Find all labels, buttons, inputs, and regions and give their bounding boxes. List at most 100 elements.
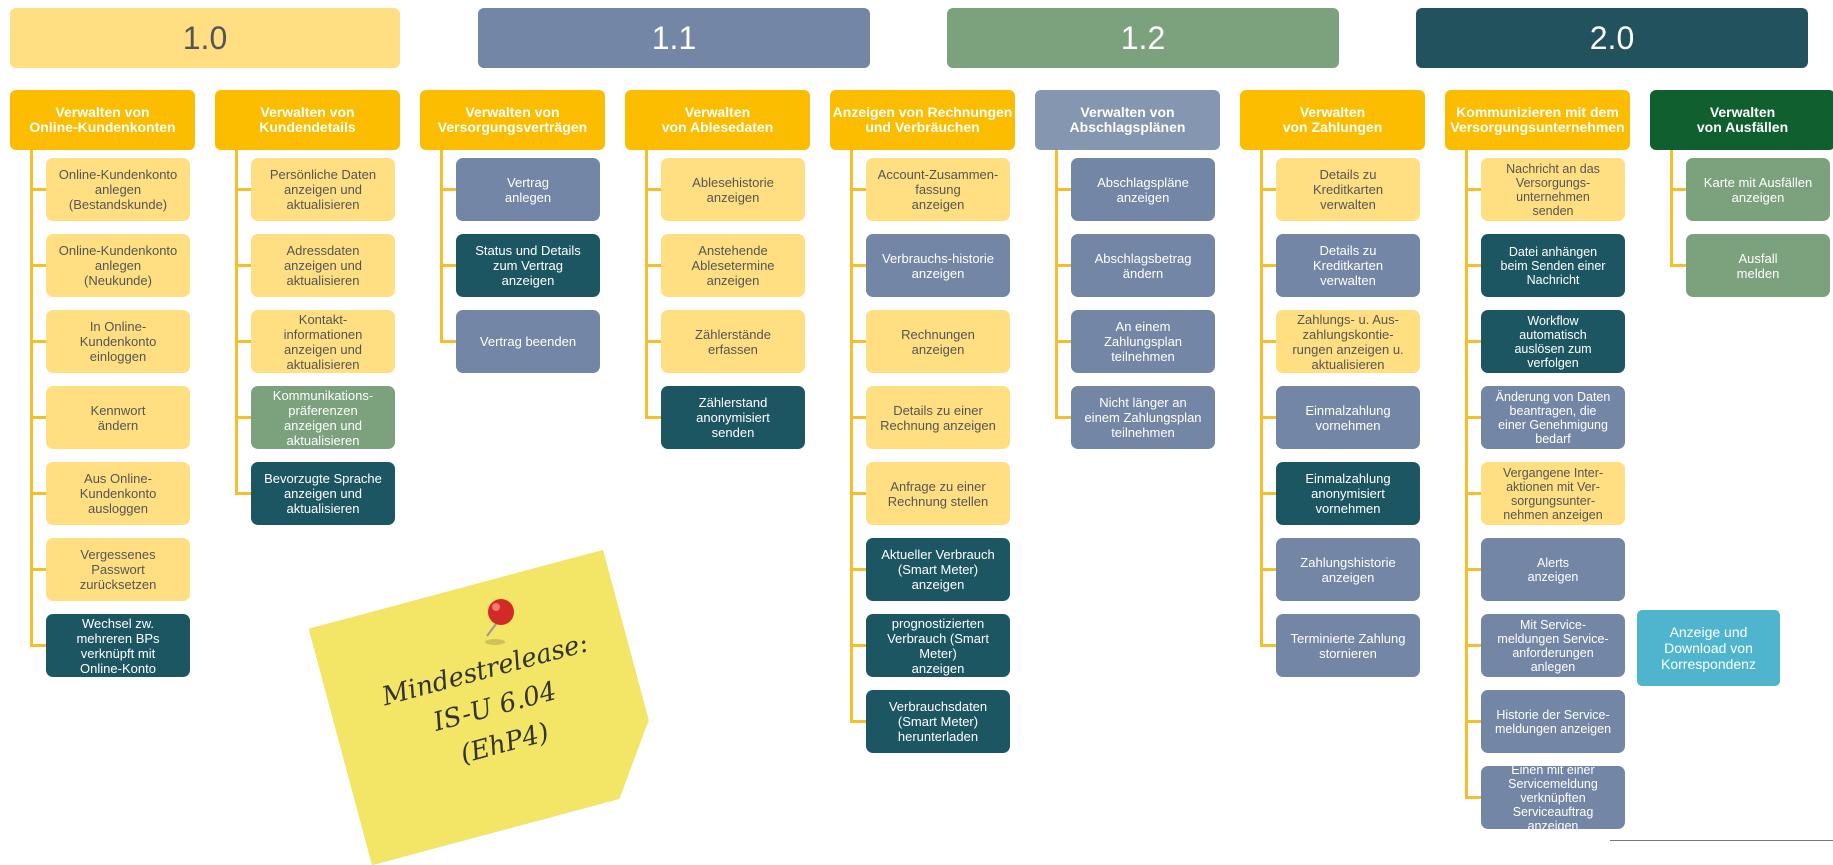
column-connector-line (440, 150, 443, 343)
feature-item: An einem Zahlungsplan teilnehmen (1071, 310, 1215, 373)
item-connector (1260, 188, 1276, 191)
column-connector-line (645, 150, 648, 419)
pushpin-icon (485, 599, 514, 645)
item-connector (235, 416, 251, 419)
feature-item: Kommunikations- präferenzen anzeigen und… (251, 386, 395, 449)
feature-item: Aus Online- Kundenkonto ausloggen (46, 462, 190, 525)
item-connector (1260, 264, 1276, 267)
column-connector-line (30, 150, 33, 647)
column-header: Verwalten von Ablesedaten (625, 90, 810, 150)
item-connector (850, 188, 866, 191)
column-header: Verwalten von Ausfällen (1650, 90, 1833, 150)
feature-item: Karte mit Ausfällen anzeigen (1686, 158, 1830, 221)
column-header: Verwalten von Zahlungen (1240, 90, 1425, 150)
feature-item: Verbrauchs-historie anzeigen (866, 234, 1010, 297)
column-connector-line (1055, 150, 1058, 419)
item-connector (1670, 188, 1686, 191)
feature-item: Zählerstand anonymisiert senden (661, 386, 805, 449)
feature-item: Zahlungshistorie anzeigen (1276, 538, 1420, 601)
item-connector (1260, 340, 1276, 343)
item-connector (850, 340, 866, 343)
column-header: Kommunizieren mit dem Versorgungsunterne… (1445, 90, 1630, 150)
item-connector (645, 416, 661, 419)
feature-item: Online-Kundenkonto anlegen (Bestandskund… (46, 158, 190, 221)
item-connector (1465, 264, 1481, 267)
item-connector (235, 264, 251, 267)
feature-item: Verbrauchsdaten (Smart Meter) herunterla… (866, 690, 1010, 753)
feature-item: Ablesehistorie anzeigen (661, 158, 805, 221)
feature-item: Terminierte Zahlung stornieren (1276, 614, 1420, 677)
column-connector-line (235, 150, 238, 495)
item-connector (850, 492, 866, 495)
item-connector (1670, 264, 1686, 267)
item-connector (1465, 796, 1481, 799)
column-connector-line (1465, 150, 1468, 799)
column-header: Verwalten von Online-Kundenkonten (10, 90, 195, 150)
release-header-2-0: 2.0 (1416, 8, 1808, 68)
feature-item: Abschlagspläne anzeigen (1071, 158, 1215, 221)
feature-item: Historie der Service- meldungen anzeigen (1481, 690, 1625, 753)
item-connector (1465, 340, 1481, 343)
item-connector (850, 416, 866, 419)
release-header-1-2: 1.2 (947, 8, 1339, 68)
feature-item: Abschlagsbetrag ändern (1071, 234, 1215, 297)
feature-item: Einmalzahlung vornehmen (1276, 386, 1420, 449)
item-connector (30, 264, 46, 267)
feature-item: Mit Service- meldungen Service- anforder… (1481, 614, 1625, 677)
correspondence-box: Anzeige und Download von Korrespondenz (1637, 610, 1780, 686)
item-connector (850, 568, 866, 571)
feature-item: Account-Zusammen- fassung anzeigen (866, 158, 1010, 221)
item-connector (1055, 416, 1071, 419)
item-connector (30, 492, 46, 495)
feature-item: Vertrag beenden (456, 310, 600, 373)
feature-item: Bevorzugte Sprache anzeigen und aktualis… (251, 462, 395, 525)
feature-item: In Online- Kundenkonto einloggen (46, 310, 190, 373)
item-connector (1465, 492, 1481, 495)
feature-item: Persönliche Daten anzeigen und aktualisi… (251, 158, 395, 221)
item-connector (1260, 568, 1276, 571)
item-connector (1465, 644, 1481, 647)
feature-item: Ausfall melden (1686, 234, 1830, 297)
feature-item: Rechnungen anzeigen (866, 310, 1010, 373)
item-connector (645, 264, 661, 267)
item-connector (850, 720, 866, 723)
feature-item: Alerts anzeigen (1481, 538, 1625, 601)
feature-item: Online-Kundenkonto anlegen (Neukunde) (46, 234, 190, 297)
item-connector (1055, 188, 1071, 191)
item-connector (1260, 644, 1276, 647)
feature-item: Anfrage zu einer Rechnung stellen (866, 462, 1010, 525)
column-header: Verwalten von Versorgungsverträgen (420, 90, 605, 150)
release-header-1-0: 1.0 (10, 8, 400, 68)
item-connector (30, 188, 46, 191)
item-connector (645, 188, 661, 191)
item-connector (235, 492, 251, 495)
column-header: Verwalten von Abschlagsplänen (1035, 90, 1220, 150)
item-connector (1055, 264, 1071, 267)
item-connector (850, 644, 866, 647)
item-connector (235, 188, 251, 191)
feature-item: Vertrag anlegen (456, 158, 600, 221)
item-connector (1465, 416, 1481, 419)
item-connector (1465, 720, 1481, 723)
feature-item: Anstehende Ablesetermine anzeigen (661, 234, 805, 297)
item-connector (850, 264, 866, 267)
feature-item: Vergessenes Passwort zurücksetzen (46, 538, 190, 601)
feature-item: Nicht länger an einem Zahlungsplan teiln… (1071, 386, 1215, 449)
item-connector (30, 644, 46, 647)
item-connector (440, 340, 456, 343)
feature-item: Einen mit einer Servicemeldung verknüpft… (1481, 763, 1625, 833)
feature-item: Kontakt- informationen anzeigen und aktu… (251, 310, 395, 373)
column-connector-line (1670, 150, 1673, 267)
feature-item: Details zu einer Rechnung anzeigen (866, 386, 1010, 449)
item-connector (30, 340, 46, 343)
feature-item: prognostizierten Verbrauch (Smart Meter)… (866, 614, 1010, 677)
column-header: Verwalten von Kundendetails (215, 90, 400, 150)
feature-item: Status und Details zum Vertrag anzeigen (456, 234, 600, 297)
feature-item: Kennwort ändern (46, 386, 190, 449)
item-connector (645, 340, 661, 343)
feature-item: Details zu Kreditkarten verwalten (1276, 158, 1420, 221)
item-connector (1465, 568, 1481, 571)
item-connector (1260, 492, 1276, 495)
item-connector (440, 188, 456, 191)
